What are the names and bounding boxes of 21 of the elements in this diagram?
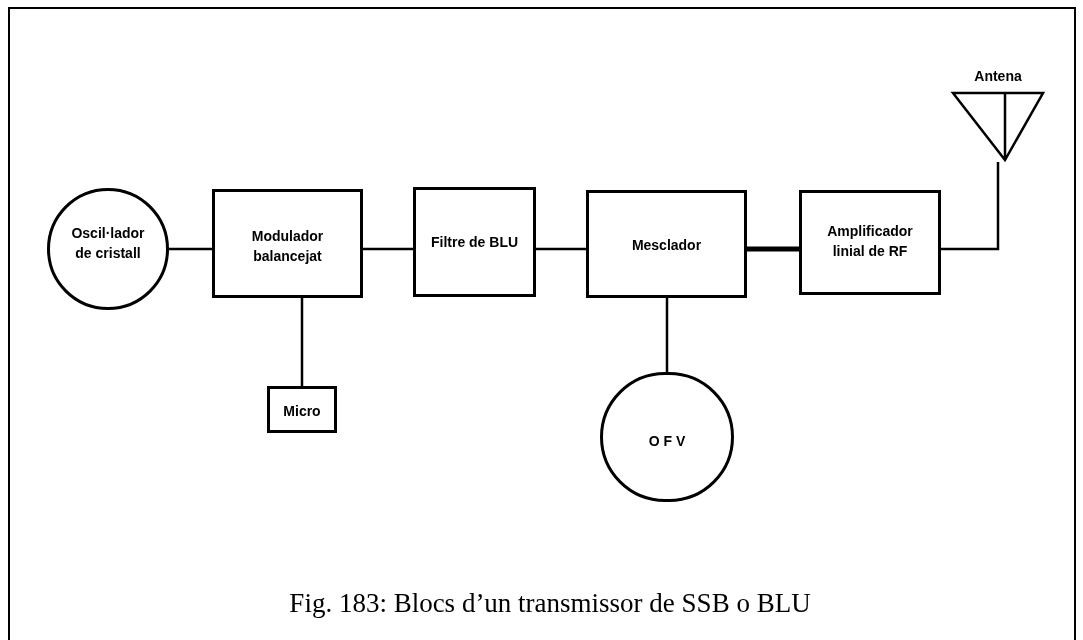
connector-line xyxy=(747,246,799,252)
block-box xyxy=(267,386,337,433)
connector-line xyxy=(169,247,212,251)
block-label: Micro xyxy=(283,402,321,421)
block-label: Modulador balancejat xyxy=(250,227,325,266)
connector-line xyxy=(941,162,1000,251)
connector-line xyxy=(665,298,669,372)
block-box xyxy=(413,187,536,297)
block-label: Amplificador linial de RF xyxy=(826,222,914,261)
block-label: Oscil·lador de cristall xyxy=(70,224,146,263)
block-label: Mesclador xyxy=(631,236,702,255)
connector-line xyxy=(363,247,413,251)
figure-caption: Fig. 183: Blocs d’un transmissor de SSB o BLU xyxy=(288,587,812,620)
connector-line xyxy=(300,298,304,386)
block-label: Filtre de BLU xyxy=(430,233,519,252)
block-label: O F V xyxy=(648,432,686,451)
block-box xyxy=(586,190,747,298)
block-box xyxy=(799,190,941,295)
block-box xyxy=(212,189,363,298)
block-label: Antena xyxy=(974,67,1022,86)
connector-line xyxy=(536,247,586,251)
